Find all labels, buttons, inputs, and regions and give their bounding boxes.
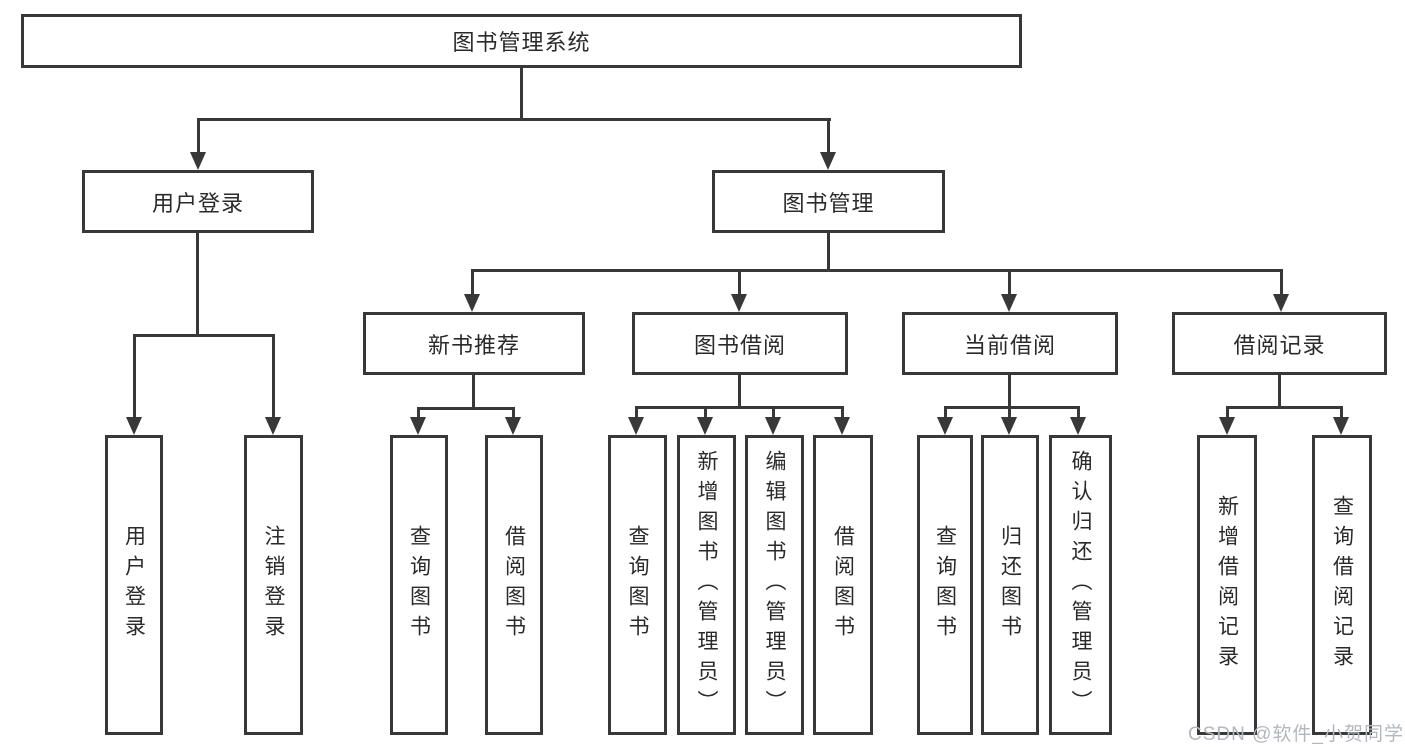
connector-line — [196, 233, 199, 337]
connector-line — [1278, 375, 1281, 409]
arrowhead-down-icon — [505, 417, 521, 435]
arrowhead-down-icon — [765, 417, 781, 435]
arrowhead-down-icon — [1219, 417, 1235, 435]
node-label: 借阅图书 — [831, 525, 855, 645]
arrowhead-down-icon — [1001, 294, 1017, 312]
connector-line — [272, 334, 275, 420]
node-label: 图书借阅 — [693, 332, 786, 358]
connector-line — [133, 334, 275, 337]
connector-line — [827, 233, 830, 271]
node-label: 新增图书（管理员） — [695, 450, 718, 720]
node-label: 注销登录 — [262, 525, 285, 645]
node-label: 图书管理 — [782, 190, 875, 216]
connector-line — [1077, 406, 1080, 420]
arrowhead-down-icon — [731, 294, 747, 312]
node-bb-borrow-books: 借阅图书 — [813, 435, 873, 735]
connector-line — [1226, 406, 1229, 420]
connector-line — [133, 334, 136, 420]
node-bb-query-books: 查询图书 — [608, 435, 667, 735]
node-label: 当前借阅 — [963, 332, 1056, 358]
connector-line — [738, 269, 741, 297]
connector-line — [635, 406, 844, 409]
node-current-borrowing: 当前借阅 — [902, 312, 1118, 375]
node-label: 借阅图书 — [502, 525, 526, 645]
arrowhead-down-icon — [1333, 417, 1349, 435]
connector-line — [512, 407, 515, 420]
arrowhead-down-icon — [1001, 417, 1017, 435]
node-cb-confirm-return-admin: 确认归还（管理员） — [1049, 435, 1112, 735]
arrowhead-down-icon — [628, 417, 644, 435]
connector-line — [417, 407, 515, 410]
arrowhead-down-icon — [190, 152, 206, 170]
connector-line — [635, 406, 638, 420]
node-borrowing-records: 借阅记录 — [1172, 312, 1387, 375]
connector-line — [841, 406, 844, 420]
connector-line — [1226, 406, 1343, 409]
arrowhead-down-icon — [937, 417, 953, 435]
node-label: 新书推荐 — [427, 332, 520, 358]
node-br-query-borrow-record: 查询借阅记录 — [1312, 435, 1372, 735]
node-label: 确认归还（管理员） — [1069, 450, 1092, 720]
node-user-login-branch: 用户登录 — [82, 170, 314, 233]
node-label: 图书管理系统 — [452, 30, 591, 55]
node-book-management-branch: 图书管理 — [712, 170, 945, 233]
arrowhead-down-icon — [834, 417, 850, 435]
node-library-management-system: 图书管理系统 — [21, 14, 1022, 68]
arrowhead-down-icon — [265, 417, 281, 435]
connector-line — [1340, 406, 1343, 420]
arrowhead-down-icon — [126, 417, 142, 435]
node-cb-query-books: 查询图书 — [917, 435, 973, 735]
connector-line — [1008, 269, 1011, 297]
connector-line — [197, 118, 200, 155]
connector-line — [197, 118, 831, 121]
node-label: 用户登录 — [122, 525, 146, 645]
connector-line — [1280, 269, 1283, 297]
connector-line — [471, 269, 1282, 272]
connector-line — [1008, 375, 1011, 409]
node-label: 编辑图书（管理员） — [763, 450, 786, 720]
csdn-watermark: CSDN @软件_小贺同学 — [1188, 724, 1404, 745]
node-bb-add-books-admin: 新增图书（管理员） — [677, 435, 736, 735]
node-new-book-recommendation: 新书推荐 — [363, 312, 585, 375]
connector-line — [944, 406, 947, 420]
node-label: 查询图书 — [407, 525, 431, 645]
node-logout: 注销登录 — [244, 435, 303, 735]
arrowhead-down-icon — [697, 417, 713, 435]
node-nb-query-books: 查询图书 — [390, 435, 448, 735]
connector-line — [520, 67, 523, 120]
connector-line — [471, 269, 474, 297]
connector-line — [827, 118, 830, 155]
node-label: 查询借阅记录 — [1330, 495, 1354, 675]
node-label: 借阅记录 — [1233, 332, 1326, 358]
arrowhead-down-icon — [1070, 417, 1086, 435]
connector-line — [738, 375, 741, 409]
connector-line — [1008, 406, 1011, 420]
node-label: 归还图书 — [998, 525, 1022, 645]
arrowhead-down-icon — [464, 294, 480, 312]
node-bb-edit-books-admin: 编辑图书（管理员） — [745, 435, 804, 735]
node-user-login: 用户登录 — [105, 435, 163, 735]
arrowhead-down-icon — [820, 152, 836, 170]
connector-line — [704, 406, 707, 420]
node-book-borrowing: 图书借阅 — [632, 312, 848, 375]
connector-line — [417, 407, 420, 420]
node-br-add-borrow-record: 新增借阅记录 — [1197, 435, 1257, 735]
node-label: 新增借阅记录 — [1215, 495, 1239, 675]
arrowhead-down-icon — [410, 417, 426, 435]
node-label: 查询图书 — [626, 525, 649, 645]
arrowhead-down-icon — [1273, 294, 1289, 312]
connector-line — [944, 406, 1080, 409]
node-nb-borrow-books: 借阅图书 — [485, 435, 543, 735]
connector-line — [472, 375, 475, 410]
node-cb-return-books: 归还图书 — [981, 435, 1039, 735]
node-label: 用户登录 — [151, 190, 244, 216]
node-label: 查询图书 — [933, 525, 957, 645]
connector-line — [772, 406, 775, 420]
